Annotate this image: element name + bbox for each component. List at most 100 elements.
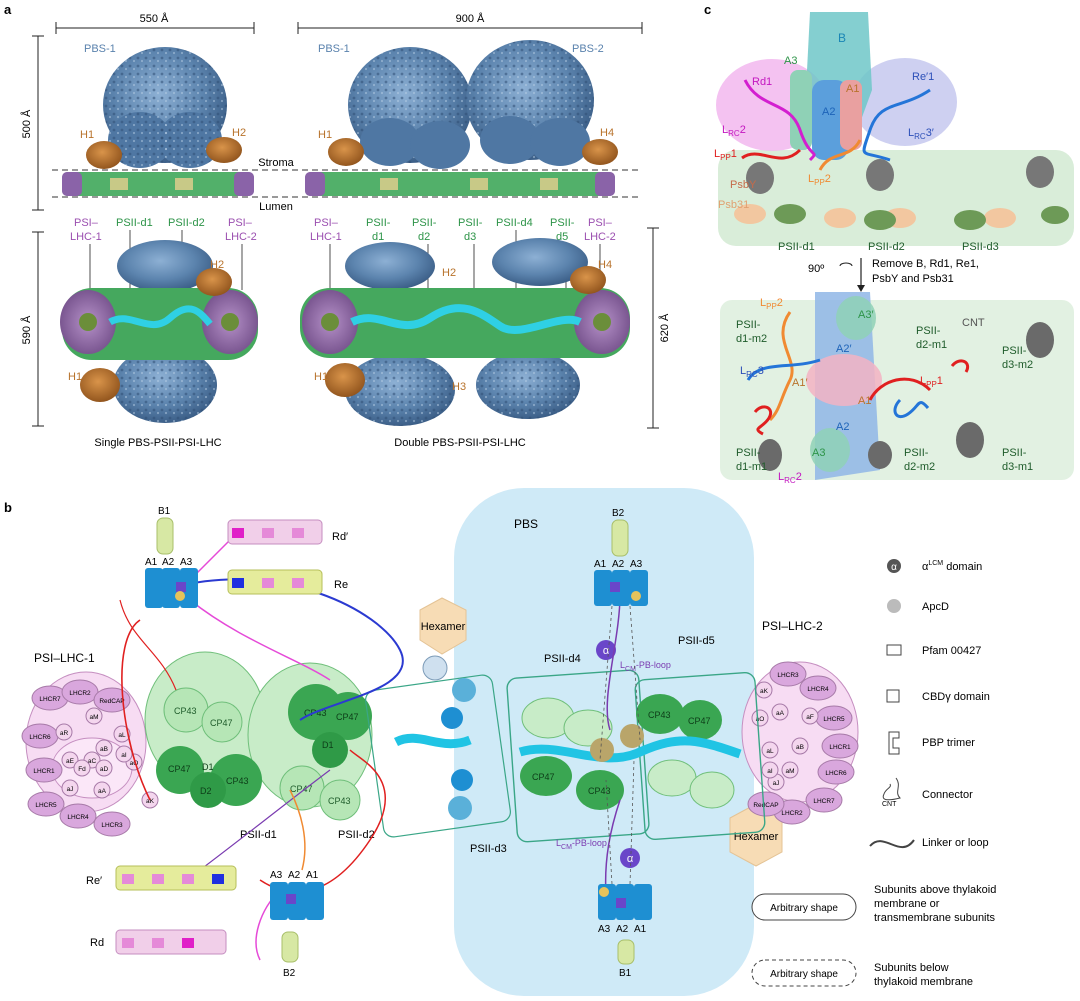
panel-a: a 550 Å 900 Å 500 Å 590 Å 620 Å	[4, 2, 671, 449]
psii-d2-label-c: PSII-d2	[868, 241, 905, 253]
psi-lhc2-label-b: PSI–LHC-2	[762, 619, 823, 633]
rotate-label: 90º	[808, 263, 824, 275]
lhc2-chip-label-redcap: RedCAP	[753, 802, 778, 809]
remove-text-1: Remove B, Rd1, Re1,	[872, 258, 979, 270]
psii-d3-label-c: PSII-d3	[962, 241, 999, 253]
h1-label-double: H1	[318, 129, 332, 141]
psii-d2-label-single: PSII-d2	[168, 217, 205, 229]
h2-label-single: H2	[232, 127, 246, 139]
b1-rod-top	[157, 518, 173, 554]
lhc1-chip-label-aa: aA	[98, 788, 107, 795]
scale-bar-left-bottom	[32, 232, 44, 426]
scale-label-590: 590 Å	[20, 315, 33, 344]
h4-double	[582, 139, 618, 165]
re-prime-rod	[116, 866, 236, 890]
psii-d3m1-b: d3-m1	[1002, 461, 1033, 473]
cnt-grey-2	[1026, 156, 1054, 188]
legend-connector-cnt: CNT	[882, 801, 897, 808]
scale-bar-right-bottom	[647, 228, 659, 428]
panel-label-c: c	[704, 2, 711, 17]
h2-label-single-bottom: H2	[210, 259, 224, 271]
lhc2-chip-label-ai: aI	[767, 768, 773, 775]
lhc2-chip-label-lhcr6: LHCR6	[825, 770, 847, 777]
rd-rod	[116, 930, 226, 954]
lhc1-chip-label-ad: aD	[100, 766, 109, 773]
h4-label-double: H4	[600, 127, 614, 139]
re-prime-label: Re′	[86, 875, 102, 887]
psii-d3-label-b: PSII-d3	[470, 843, 507, 855]
legend-connector-label: Connector	[922, 789, 973, 801]
lhc1-chip-label-ab: aB	[100, 746, 108, 753]
lhc1-chip-label-lhcr4: LHCR4	[67, 814, 89, 821]
d1-label-double: d1	[372, 231, 384, 243]
h1-label-double-bottom: H1	[314, 371, 328, 383]
a3-label-b1: A3	[180, 557, 193, 568]
panel-label-b: b	[4, 500, 12, 515]
down-arrow-head	[857, 285, 865, 292]
lhc2-chip-label-aj: aJ	[773, 780, 780, 787]
rd-label: Rd	[90, 937, 104, 949]
psii-d1-d2-cluster	[145, 652, 372, 820]
cp43-label-d4: CP43	[588, 786, 611, 796]
lhc2-chip-label-af: aF	[806, 714, 814, 721]
psii-d2m2-a: PSII-	[904, 447, 929, 459]
lhc2-chip-label-ab: aB	[796, 744, 804, 751]
lhc1-chip-label-fd: Fd	[78, 766, 86, 773]
core-a-pbs-bottom	[598, 884, 652, 920]
cnt-label-c: CNT	[962, 317, 985, 329]
psii-d1-label-single: PSII-d1	[116, 217, 153, 229]
panel-label-a: a	[4, 2, 12, 17]
legend-linker-label: Linker or loop	[922, 837, 989, 849]
psi-lhc1-label-single-a: PSI–	[74, 217, 99, 229]
hexamer-label-top: Hexamer	[421, 621, 466, 633]
lhc1-chip-label-ai: aI	[121, 752, 127, 759]
lhc2-chip-label-lhcr5: LHCR5	[823, 716, 845, 723]
stroma-label: Stroma	[258, 157, 294, 169]
caption-single: Single PBS-PSII-PSI-LHC	[94, 437, 221, 449]
a3-label-c: A3	[784, 55, 797, 67]
cp43-label-1: CP43	[226, 776, 249, 786]
scale-label-620: 620 Å	[658, 313, 671, 342]
b2-label-bottom-left: B2	[283, 968, 296, 979]
a1-label-b1: A1	[145, 557, 158, 568]
legend-pbp-icon	[889, 732, 899, 754]
scale-bar-left-top	[32, 36, 44, 210]
legend-pfam-icon	[887, 645, 901, 655]
a2-label-b1: A2	[162, 557, 175, 568]
d2-label-double: d2	[418, 231, 430, 243]
legend-cbd-label: CBDγ domain	[922, 691, 990, 703]
psii-d1m1-b: d1-m1	[736, 461, 767, 473]
lhc1-chip-label-ae: aE	[66, 758, 75, 765]
cp47-label-d5: CP47	[688, 716, 711, 726]
a1-label-b2: A1	[306, 870, 319, 881]
legend-apcd-icon	[887, 599, 901, 613]
h3-label-double-bottom: H3	[452, 381, 466, 393]
legend-arbitrary-dashed-text: Arbitrary shape	[770, 969, 838, 980]
pbs-label-b: PBS	[514, 517, 538, 531]
psii-d3m2-b: d3-m2	[1002, 359, 1033, 371]
psb31-label: Psb31	[718, 199, 749, 211]
rd1-label: Rd1	[752, 76, 772, 88]
lhc1-chip-label-lhcr7: LHCR7	[39, 696, 61, 703]
psii-d3m1-a: PSII-	[1002, 447, 1027, 459]
psii-d2-label-b: PSII-d2	[338, 829, 375, 841]
psii-label-double-1: PSII-	[366, 217, 391, 229]
b1-rod-pbs-bottom	[618, 940, 634, 964]
pbs-double-top	[348, 40, 594, 169]
psi-lhc2-label-single-a: PSI–	[228, 217, 253, 229]
psii-d1m2-b: d1-m2	[736, 333, 767, 345]
psii-label-double-2: PSII-	[412, 217, 437, 229]
psii-d1m2-a: PSII-	[736, 319, 761, 331]
psii-label-double-5: PSII-	[550, 217, 575, 229]
psii-d2m1-b: d2-m1	[916, 339, 947, 351]
lhc1-chip-label-al: aL	[118, 732, 126, 739]
psii-label-double-3: PSII-	[458, 217, 483, 229]
cp47-label-d4: CP47	[532, 772, 555, 782]
legend-linker-icon	[870, 840, 914, 847]
core-a-bottom-left	[270, 882, 324, 920]
b2-rod-bottom-left	[282, 932, 298, 962]
a3p-label: A3′	[858, 309, 874, 321]
lhc2-chip-label-lhcr3: LHCR3	[777, 672, 799, 679]
a3-label-pbs-top: A3	[630, 559, 643, 570]
scale-label-550: 550 Å	[140, 12, 169, 25]
